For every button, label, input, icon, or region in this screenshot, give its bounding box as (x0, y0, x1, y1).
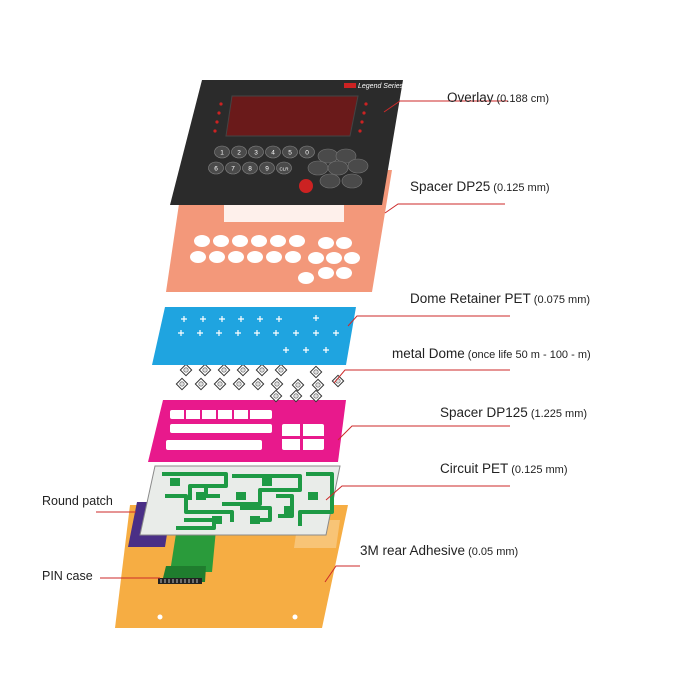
svg-text:4: 4 (271, 150, 275, 157)
svg-text:7: 7 (231, 166, 235, 173)
dome-retainer-layer (152, 307, 356, 365)
label-metal-dome: metal Dome(once life 50 m - 100 - m) (392, 346, 591, 361)
overlay-brand-text: Legend Series (358, 83, 404, 90)
svg-text:CLR: CLR (279, 167, 289, 172)
overlay-key: 7 (225, 161, 241, 175)
overlay-nav-keys (307, 148, 369, 189)
overlay-key: 3 (248, 145, 264, 159)
label-spacer-dp25: Spacer DP25(0.125 mm) (410, 179, 550, 194)
overlay-layer: Legend Series 1 2 3 4 5 0 6 7 8 9 CLR (170, 80, 404, 205)
svg-text:9: 9 (265, 166, 269, 173)
overlay-key: 9 (259, 161, 275, 175)
label-pin-case: PIN case (42, 569, 93, 583)
label-overlay: Overlay(0.188 cm) (447, 90, 550, 105)
svg-text:8: 8 (248, 166, 252, 173)
label-round-patch: Round patch (42, 494, 113, 508)
label-dome-retainer: Dome Retainer PET(0.075 mm) (410, 291, 591, 306)
overlay-key: 8 (242, 161, 258, 175)
overlay-key: 6 (208, 161, 224, 175)
overlay-key: CLR (276, 161, 292, 175)
pin-case-connector (158, 578, 202, 584)
svg-text:3: 3 (254, 150, 258, 157)
label-circuit-pet: Circuit PET(0.125 mm) (440, 461, 568, 476)
overlay-key: 2 (231, 145, 247, 159)
svg-text:2: 2 (237, 150, 241, 157)
label-spacer-dp125: Spacer DP125(1.225 mm) (440, 405, 588, 420)
spacer-dp125-layer (148, 400, 346, 462)
label-rear-adhesive: 3M rear Adhesive(0.05 mm) (360, 543, 519, 558)
metal-dome-layer (175, 363, 345, 403)
circuit-pet-layer (139, 465, 341, 536)
overlay-key: 4 (265, 145, 281, 159)
overlay-key: 1 (214, 145, 230, 159)
svg-text:0: 0 (305, 150, 309, 157)
svg-text:1: 1 (220, 150, 224, 157)
svg-text:5: 5 (288, 150, 292, 157)
overlay-power-key (299, 179, 313, 193)
svg-text:6: 6 (214, 166, 218, 173)
overlay-key: 0 (299, 145, 315, 159)
overlay-key: 5 (282, 145, 298, 159)
